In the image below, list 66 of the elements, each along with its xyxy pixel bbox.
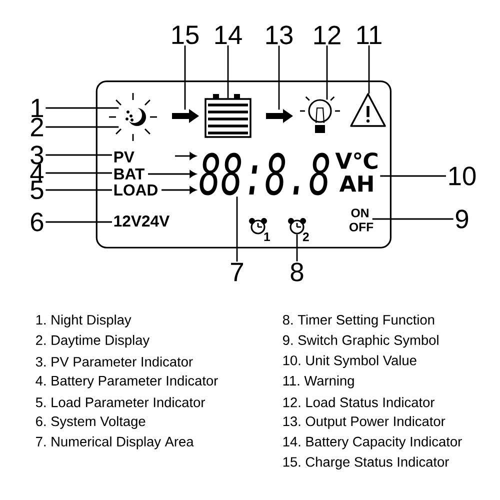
leader-line (368, 45, 370, 94)
indicator-text: LOAD (114, 184, 158, 196)
leader-line (184, 46, 186, 110)
callout-number: 13 (266, 26, 292, 44)
battery-icon (204, 94, 252, 138)
arrow-icon (266, 109, 293, 123)
callout-number: 4 (30, 164, 44, 182)
callout-number: 7 (231, 262, 244, 282)
legend-item: 2. Daytime Display (36, 334, 150, 348)
indicator-arrow (148, 170, 196, 178)
leader-line (326, 46, 328, 100)
clock-number: 1 (264, 232, 270, 241)
leader-line (296, 234, 298, 262)
legend-item: 7. Numerical Display Area (36, 436, 194, 450)
callout-number: 6 (31, 212, 44, 232)
indicator-text: PV (114, 152, 134, 162)
leader-line (372, 218, 454, 220)
leader-line (380, 175, 446, 177)
alarm-clock-icon (288, 218, 306, 234)
callout-number: 3 (30, 146, 44, 164)
callout-number: 15 (172, 26, 199, 44)
bulb-icon (300, 96, 340, 133)
switch-symbol: ON OFF (350, 208, 374, 232)
leader-line (46, 126, 119, 128)
indicator-arrow (175, 152, 196, 160)
indicator-text: BAT (114, 168, 144, 180)
legend-item: 12. Load Status Indicator (283, 397, 434, 408)
callout-number: 8 (290, 262, 304, 282)
leader-line (46, 221, 112, 223)
legend-item: 9. Switch Graphic Symbol (283, 334, 438, 348)
leader-line (46, 189, 112, 191)
callout-number: 1 (32, 98, 44, 118)
leader-line (46, 172, 112, 174)
legend-item: 6. System Voltage (36, 416, 146, 429)
legend-item: 4. Battery Parameter Indicator (36, 376, 218, 388)
lcd-frame (96, 80, 392, 248)
callout-number: 12 (314, 26, 340, 44)
warning-icon (350, 93, 386, 127)
leader-line (46, 107, 119, 109)
unit-symbol: V℃ AH (335, 152, 378, 192)
legend-item: 15. Charge Status Indicator (283, 456, 449, 470)
callout-number: 2 (31, 118, 43, 136)
legend-item: 11. Warning (283, 376, 354, 388)
legend-item: 5. Load Parameter Indicator (36, 397, 205, 408)
legend-item: 13. Output Power Indicator (283, 416, 446, 429)
legend-item: 10. Unit Symbol Value (283, 355, 416, 368)
callout-number: 11 (357, 26, 382, 44)
alarm-clock-icon (249, 218, 267, 234)
segment-digits: 88:8.8 (200, 152, 330, 196)
leader-line (46, 154, 112, 156)
callout-number: 5 (30, 180, 44, 200)
legend-item: 14. Battery Capacity Indicator (283, 436, 462, 450)
sun-moon-icon (109, 93, 157, 141)
legend-item: 8. Timer Setting Function (282, 314, 434, 328)
clock-number: 2 (302, 232, 309, 242)
callout-number: 9 (456, 210, 468, 228)
indicator-arrow (162, 186, 196, 194)
callout-number: 14 (215, 26, 242, 44)
indicator-text: 12V24V (114, 215, 170, 227)
legend-item: 3. PV Parameter Indicator (36, 356, 193, 367)
leader-line (278, 46, 280, 110)
legend-item: 1. Night Display (36, 314, 132, 328)
leader-line (236, 196, 238, 262)
leader-line (227, 45, 229, 98)
callout-number: 10 (449, 166, 476, 186)
arrow-icon (172, 109, 199, 123)
